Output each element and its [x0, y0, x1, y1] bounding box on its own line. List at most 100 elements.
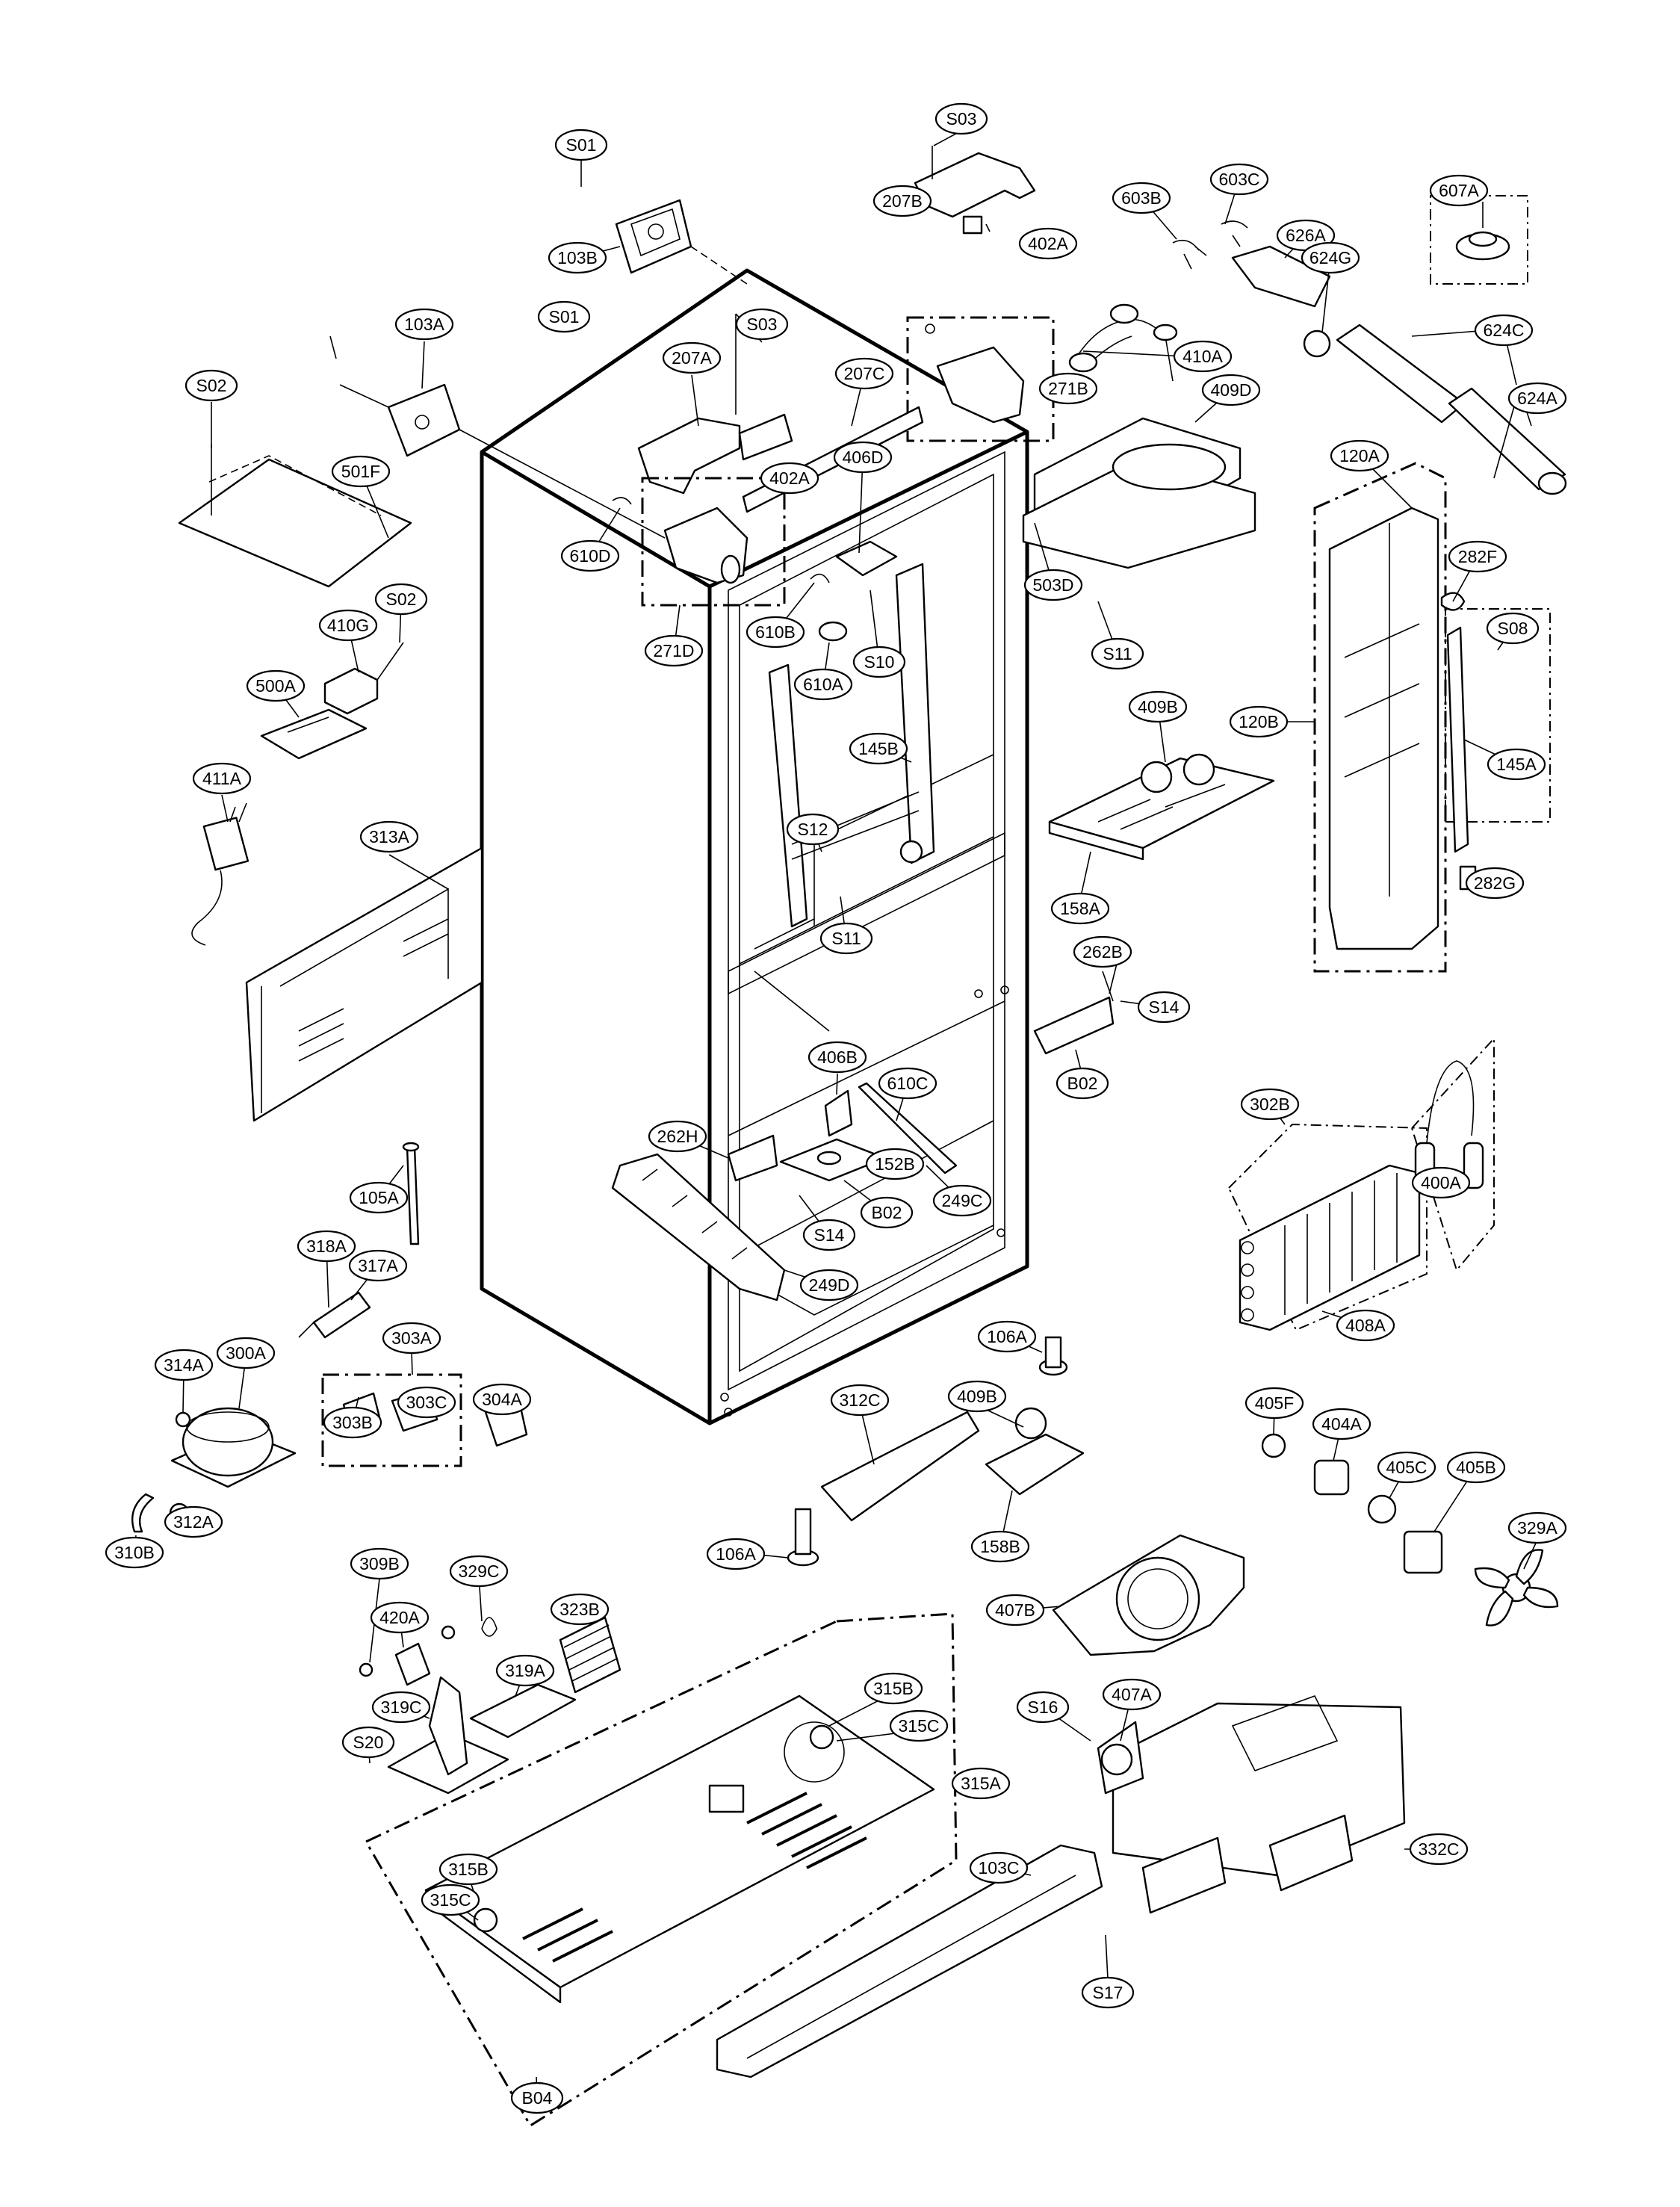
part-406d-bracket	[835, 540, 898, 577]
part-312c-cover	[820, 1411, 980, 1522]
callout-610a: 610A	[793, 668, 853, 701]
part-411a-power-cord	[191, 802, 249, 946]
callout-label: 300A	[226, 1343, 266, 1363]
callout-409b: 409B	[1128, 690, 1188, 723]
part-262h-bracket	[727, 1134, 778, 1182]
callout-103b: 103B	[548, 241, 607, 274]
callout-s03: S03	[735, 308, 789, 341]
callout-label: B02	[872, 1203, 902, 1222]
callout-label: 313A	[369, 827, 409, 846]
callout-207a: 207A	[662, 341, 722, 374]
callout-303b: 303B	[323, 1406, 382, 1439]
part-158b-lamp-holder	[985, 1407, 1085, 1496]
callout-label: 610C	[887, 1074, 929, 1093]
callout-label: 409D	[1211, 380, 1252, 400]
part-207a-bracket	[637, 314, 793, 495]
callout-607a: 607A	[1429, 174, 1489, 207]
callout-318a: 318A	[297, 1230, 356, 1263]
callout-label: 503D	[1033, 575, 1074, 595]
part-409d-light-cover	[1022, 417, 1256, 569]
part-120a-duct	[1313, 462, 1447, 973]
callout-409d: 409D	[1201, 374, 1261, 406]
callout-label: 332C	[1419, 1839, 1460, 1859]
callout-271d: 271D	[644, 634, 704, 667]
callout-405f: 405F	[1244, 1387, 1304, 1420]
part-103a-cover	[339, 383, 666, 539]
callout-label: 323B	[560, 1600, 600, 1619]
callout-249d: 249D	[799, 1269, 859, 1301]
callout-410a: 410A	[1173, 340, 1233, 373]
part-249d-rail	[611, 1153, 786, 1301]
callout-s16: S16	[1016, 1691, 1070, 1724]
callout-303a: 303A	[382, 1322, 441, 1355]
callout-501f: 501F	[331, 455, 391, 488]
callout-label: S20	[353, 1733, 384, 1752]
callout-label: 405B	[1456, 1458, 1496, 1477]
callout-404a: 404A	[1312, 1408, 1371, 1440]
callout-400a: 400A	[1411, 1166, 1471, 1199]
part-319-drain-pan	[387, 1676, 577, 1795]
callout-label: 309B	[359, 1554, 400, 1573]
callout-s03: S03	[934, 102, 988, 135]
callout-323b: 323B	[550, 1593, 610, 1626]
callout-label: 207B	[882, 191, 923, 211]
callout-label: 315C	[899, 1716, 940, 1736]
callout-label: 303C	[406, 1393, 447, 1412]
callout-label: S01	[566, 135, 597, 155]
callout-label: S14	[814, 1225, 845, 1245]
part-145a-rail	[1445, 608, 1551, 853]
callout-label: 249C	[942, 1191, 983, 1210]
part-310b-tube	[131, 1493, 155, 1533]
callout-207b: 207B	[872, 185, 932, 217]
part-405-fan-motor	[1261, 1433, 1443, 1574]
callout-label: 402A	[1028, 234, 1068, 253]
callout-304a: 304A	[472, 1383, 532, 1416]
callout-label: 158B	[980, 1537, 1020, 1556]
callout-271b: 271B	[1038, 372, 1098, 405]
callout-s14: S14	[1137, 991, 1191, 1024]
callout-label: S10	[864, 652, 895, 672]
callout-158a: 158A	[1050, 892, 1110, 925]
callout-s12: S12	[786, 813, 840, 846]
callout-282f: 282F	[1448, 540, 1507, 573]
part-105a-tube	[402, 1142, 420, 1245]
callout-310b: 310B	[105, 1536, 164, 1569]
callout-label: 624G	[1309, 248, 1351, 267]
callout-label: 607A	[1439, 181, 1479, 200]
part-407b-fan-shroud	[1052, 1534, 1245, 1656]
callout-label: 315B	[448, 1860, 489, 1879]
part-329a-fan-blade	[1474, 1549, 1559, 1626]
callout-610d: 610D	[560, 539, 620, 572]
part-313a-back-panel	[245, 846, 483, 1122]
callout-label: S02	[196, 376, 227, 395]
callout-315b: 315B	[438, 1853, 498, 1886]
callout-411a: 411A	[192, 762, 252, 795]
callout-624a: 624A	[1507, 382, 1567, 415]
part-406b-bracket	[824, 1089, 853, 1137]
callout-label: S01	[549, 307, 580, 326]
callout-label: 315A	[961, 1774, 1001, 1793]
callout-319c: 319C	[371, 1691, 431, 1724]
part-410a-harness	[1068, 303, 1178, 382]
callout-120a: 120A	[1330, 439, 1389, 472]
callout-label: 310B	[114, 1543, 155, 1562]
callout-label: 400A	[1421, 1173, 1461, 1192]
callout-603b: 603B	[1112, 182, 1171, 214]
callout-207c: 207C	[834, 357, 894, 390]
callout-314a: 314A	[154, 1349, 214, 1381]
callout-158b: 158B	[970, 1530, 1030, 1563]
part-624-tube	[1231, 245, 1567, 495]
callout-317a: 317A	[348, 1249, 408, 1282]
callout-262b: 262B	[1073, 935, 1132, 968]
callout-label: 145A	[1496, 755, 1537, 774]
callout-label: 409B	[957, 1387, 997, 1406]
part-300a-compressor	[169, 1407, 297, 1523]
callout-label: 610A	[803, 675, 843, 694]
callout-label: 407A	[1112, 1685, 1152, 1704]
callout-406b: 406B	[808, 1041, 867, 1074]
part-callouts: S01S03207B402A603B603C607A103B626A624GS0…	[105, 102, 1567, 2114]
callout-label: 501F	[341, 462, 380, 481]
callout-label: 105A	[359, 1188, 399, 1207]
callout-label: 603B	[1121, 188, 1162, 208]
callout-500a: 500A	[246, 669, 306, 702]
